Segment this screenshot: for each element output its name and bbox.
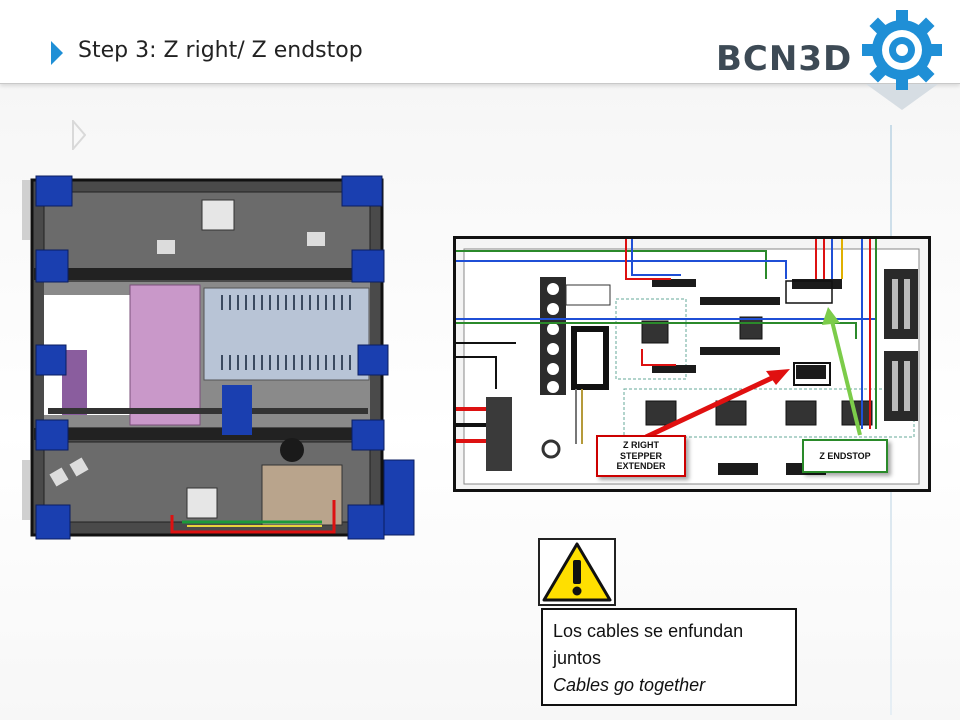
brand-logo: BCN3D <box>712 10 952 114</box>
slide-title: Step 3: Z right/ Z endstop <box>78 38 363 63</box>
warning-icon <box>542 542 612 602</box>
z-right-stepper-extender-callout: Z RIGHT STEPPER EXTENDER <box>596 435 686 477</box>
chevron-right-icon <box>51 41 63 65</box>
header-bar: Step 3: Z right/ Z endstop <box>0 0 960 84</box>
note-text-en: Cables go together <box>553 675 706 695</box>
gear-icon <box>862 10 942 110</box>
chevron-right-icon <box>72 120 86 150</box>
warning-box <box>538 538 616 606</box>
cable-note: Los cables se enfundan juntos Cables go … <box>541 608 797 706</box>
electronics-board-diagram: Z RIGHT STEPPER EXTENDER Z ENDSTOP <box>453 236 931 492</box>
note-text-es: Los cables se enfundan juntos <box>553 621 744 668</box>
logo-text: BCN3D <box>716 39 853 79</box>
z-endstop-callout: Z ENDSTOP <box>802 439 888 473</box>
printer-top-view-drawing <box>22 175 415 540</box>
